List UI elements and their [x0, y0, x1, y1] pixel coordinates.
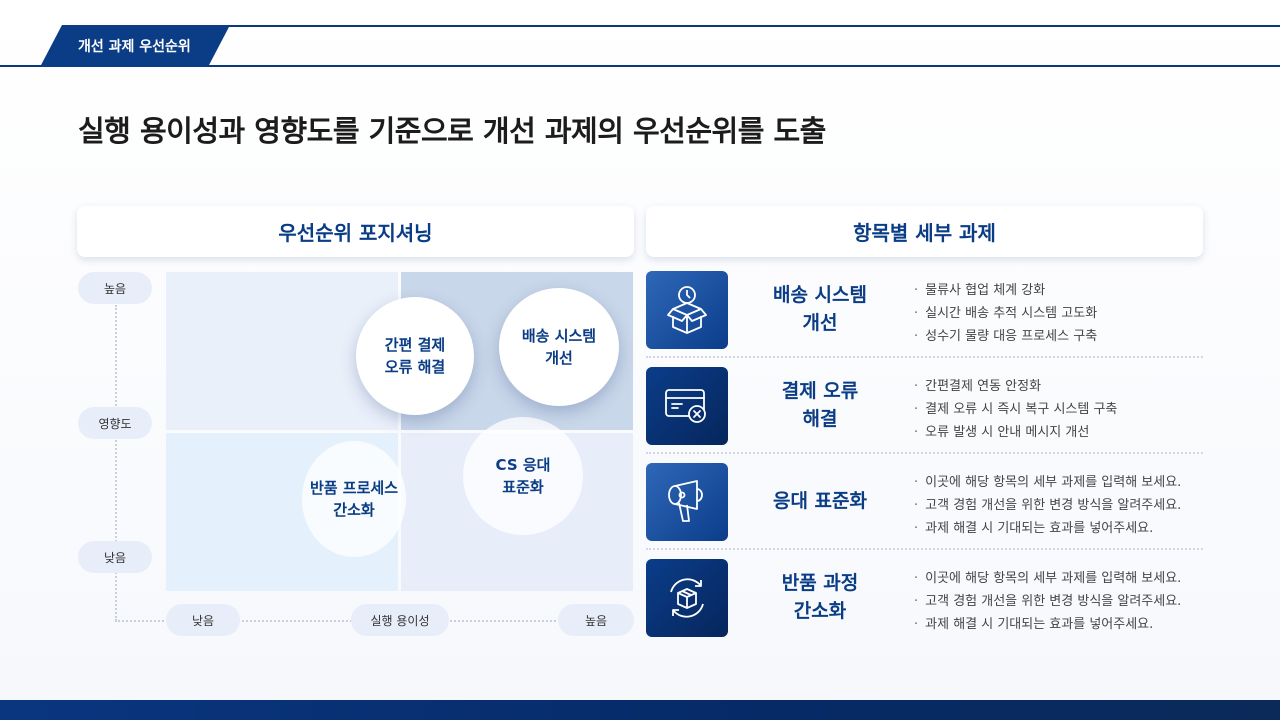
positioning-panel-title: 우선순위 포지셔닝 [77, 206, 634, 257]
row-divider [646, 548, 1203, 550]
row-title: 반품 과정 간소화 [781, 572, 859, 622]
x-axis-high-label: 높음 [558, 604, 634, 636]
card-error-icon [646, 367, 728, 445]
y-axis-high-label: 높음 [78, 272, 152, 304]
row-divider [646, 452, 1203, 454]
bubble-return-process: 반품 프로세스 간소화 [302, 441, 406, 557]
row-title: 결제 오류 해결 [781, 380, 859, 430]
detail-row-payment: 결제 오류 해결 간편결제 연동 안정화 결제 오류 시 즉시 복구 시스템 구… [646, 367, 1203, 447]
row-item: 고객 경험 개선을 위한 변경 방식을 알려주세요. [914, 494, 1181, 517]
footer-bar [0, 700, 1280, 720]
x-axis-low-label: 낮음 [166, 604, 240, 636]
row-items: 간편결제 연동 안정화 결제 오류 시 즉시 복구 시스템 구축 오류 발생 시… [914, 375, 1117, 444]
detail-panel-title: 항목별 세부 과제 [646, 206, 1203, 257]
x-axis-title: 실행 용이성 [351, 604, 449, 636]
detail-row-cs: 응대 표준화 이곳에 해당 항목의 세부 과제를 입력해 보세요. 고객 경험 … [646, 463, 1203, 543]
row-item: 간편결제 연동 안정화 [914, 375, 1117, 398]
section-tab: 개선 과제 우선순위 [40, 25, 230, 67]
bubble-payment-error: 간편 결제 오류 해결 [356, 297, 474, 415]
row-item: 결제 오류 시 즉시 복구 시스템 구축 [914, 398, 1117, 421]
detail-row-return: 반품 과정 간소화 이곳에 해당 항목의 세부 과제를 입력해 보세요. 고객 … [646, 559, 1203, 639]
megaphone-icon [646, 463, 728, 541]
bubble-delivery-system: 배송 시스템 개선 [499, 288, 619, 406]
header-rule-top [200, 25, 1280, 27]
y-axis-low-label: 낮음 [78, 541, 152, 573]
detail-row-delivery: 배송 시스템 개선 물류사 협업 체계 강화 실시간 배송 추적 시스템 고도화… [646, 271, 1203, 351]
bubble-cs-standardization: CS 응대 표준화 [463, 417, 583, 535]
page-title: 실행 용이성과 영향도를 기준으로 개선 과제의 우선순위를 도출 [78, 114, 826, 148]
row-item: 이곳에 해당 항목의 세부 과제를 입력해 보세요. [914, 471, 1181, 494]
row-items: 물류사 협업 체계 강화 실시간 배송 추적 시스템 고도화 성수기 물량 대응… [914, 279, 1097, 348]
row-items: 이곳에 해당 항목의 세부 과제를 입력해 보세요. 고객 경험 개선을 위한 … [914, 567, 1181, 636]
row-item: 과제 해결 시 기대되는 효과를 넣어주세요. [914, 517, 1181, 540]
box-clock-icon [646, 271, 728, 349]
row-title: 배송 시스템 개선 [772, 284, 867, 334]
row-items: 이곳에 해당 항목의 세부 과제를 입력해 보세요. 고객 경험 개선을 위한 … [914, 471, 1181, 540]
box-return-icon [646, 559, 728, 637]
row-item: 과제 해결 시 기대되는 효과를 넣어주세요. [914, 613, 1181, 636]
row-item: 이곳에 해당 항목의 세부 과제를 입력해 보세요. [914, 567, 1181, 590]
row-item: 오류 발생 시 안내 메시지 개선 [914, 421, 1117, 444]
y-axis-line [115, 305, 117, 621]
row-item: 성수기 물량 대응 프로세스 구축 [914, 325, 1097, 348]
row-item: 고객 경험 개선을 위한 변경 방식을 알려주세요. [914, 590, 1181, 613]
row-item: 실시간 배송 추적 시스템 고도화 [914, 302, 1097, 325]
y-axis-title: 영향도 [78, 407, 152, 439]
row-title: 응대 표준화 [772, 490, 867, 513]
row-item: 물류사 협업 체계 강화 [914, 279, 1097, 302]
header-rule [0, 65, 1280, 67]
row-divider [646, 356, 1203, 358]
